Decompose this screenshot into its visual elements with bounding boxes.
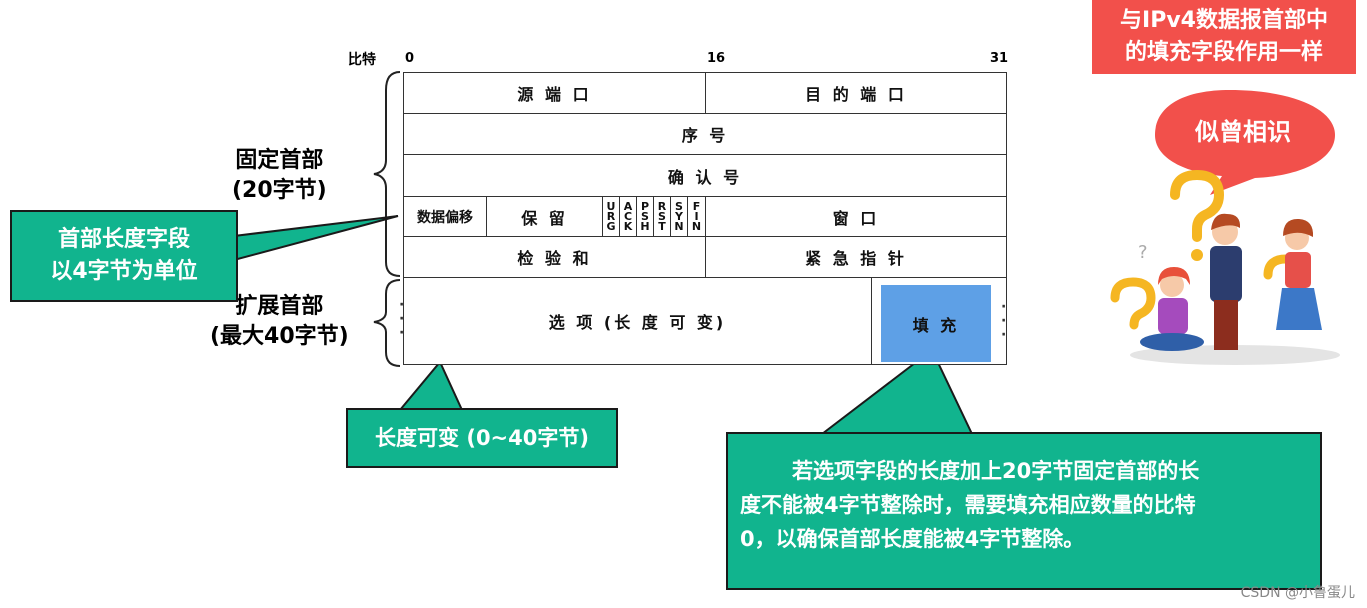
flag-letter: T xyxy=(658,219,666,233)
extended-header-label: 扩展首部 (最大40字节) xyxy=(210,294,349,349)
source-port-field: 源 端 口 xyxy=(403,72,706,114)
bits-label: 比特 xyxy=(348,52,376,68)
ext-header-brace xyxy=(373,279,401,367)
options-field: 选 项 (长 度 可 变) xyxy=(403,277,872,365)
destination-port-field: 目 的 端 口 xyxy=(705,72,1007,114)
ack-number-field: 确 认 号 xyxy=(403,154,1007,197)
familiar-illustration: ? xyxy=(1110,90,1340,365)
padding-label: 填 充 xyxy=(912,315,960,335)
flag-letter: C xyxy=(623,209,633,223)
sequence-number-field: 序 号 xyxy=(403,113,1007,155)
bit-31-label: 31 xyxy=(990,51,1009,66)
bubble-text: 似曾相识 xyxy=(1195,118,1291,146)
flag-letter: G xyxy=(606,219,616,233)
options-right-dots: ··· xyxy=(1001,299,1007,343)
flag-letter: S xyxy=(658,209,666,223)
window-field: 窗 口 xyxy=(705,196,1007,237)
flag-letter: A xyxy=(623,199,633,213)
flag-letter: K xyxy=(623,219,633,233)
question-mark-icon xyxy=(1170,169,1225,242)
fixed-header-label: 固定首部 (20字节) xyxy=(232,148,327,203)
flag-letter: S xyxy=(675,199,683,213)
flag-letter: I xyxy=(694,209,699,223)
flag-letter: H xyxy=(640,219,650,233)
flag-letter: P xyxy=(640,199,650,213)
padding-field: 填 充 xyxy=(881,285,991,362)
question-mark-gray-icon: ? xyxy=(1138,242,1148,263)
flag-letter: R xyxy=(606,209,616,223)
fixed-header-brace xyxy=(373,71,401,277)
bit-0-label: 0 xyxy=(405,51,415,66)
girl-shirt-icon xyxy=(1158,298,1188,334)
data-offset-field: 数据偏移 xyxy=(403,196,487,237)
watermark: CSDN @小鲁蛋儿 xyxy=(1240,585,1355,601)
variable-length-callout: 长度可变 (0~40字节) xyxy=(346,408,618,468)
checksum-field: 检 验 和 xyxy=(403,236,706,278)
flag-letter: F xyxy=(692,199,701,213)
woman-skirt-icon xyxy=(1276,288,1322,330)
flag-letter: S xyxy=(641,209,649,223)
question-dot-icon xyxy=(1191,249,1203,261)
urgent-pointer-field: 紧 急 指 针 xyxy=(705,236,1007,278)
header-length-pointer xyxy=(233,215,399,262)
options-left-dots: ··· xyxy=(399,297,405,341)
header-length-callout: 首部长度字段 以4字节为单位 xyxy=(10,210,238,302)
variable-length-pointer xyxy=(397,360,464,411)
girl-hair-icon xyxy=(1158,267,1190,285)
girl-head-icon xyxy=(1160,273,1184,297)
flag-letter: R xyxy=(657,199,667,213)
question-mark-small-icon xyxy=(1110,277,1156,330)
flag-letter: Y xyxy=(675,209,683,223)
man-hair-icon xyxy=(1211,213,1241,230)
bit-16-label: 16 xyxy=(707,51,726,66)
flag-letter: N xyxy=(691,219,702,233)
woman-hair-icon xyxy=(1283,218,1314,237)
woman-shirt-icon xyxy=(1285,252,1311,288)
girl-legs-icon xyxy=(1140,333,1204,351)
flag-letter: N xyxy=(674,219,684,233)
padding-note-callout: 若选项字段的长度加上20字节固定首部的长 度不能被4字节整除时，需要填充相应数量… xyxy=(726,432,1322,590)
man-shirt-icon xyxy=(1210,246,1242,302)
ipv4-padding-banner: 与IPv4数据报首部中 的填充字段作用一样 xyxy=(1092,0,1356,74)
man-pants-icon xyxy=(1214,300,1238,350)
speech-bubble-icon xyxy=(1155,90,1335,195)
reserved-field: 保 留 xyxy=(486,196,603,237)
flag-letter: U xyxy=(606,199,616,213)
